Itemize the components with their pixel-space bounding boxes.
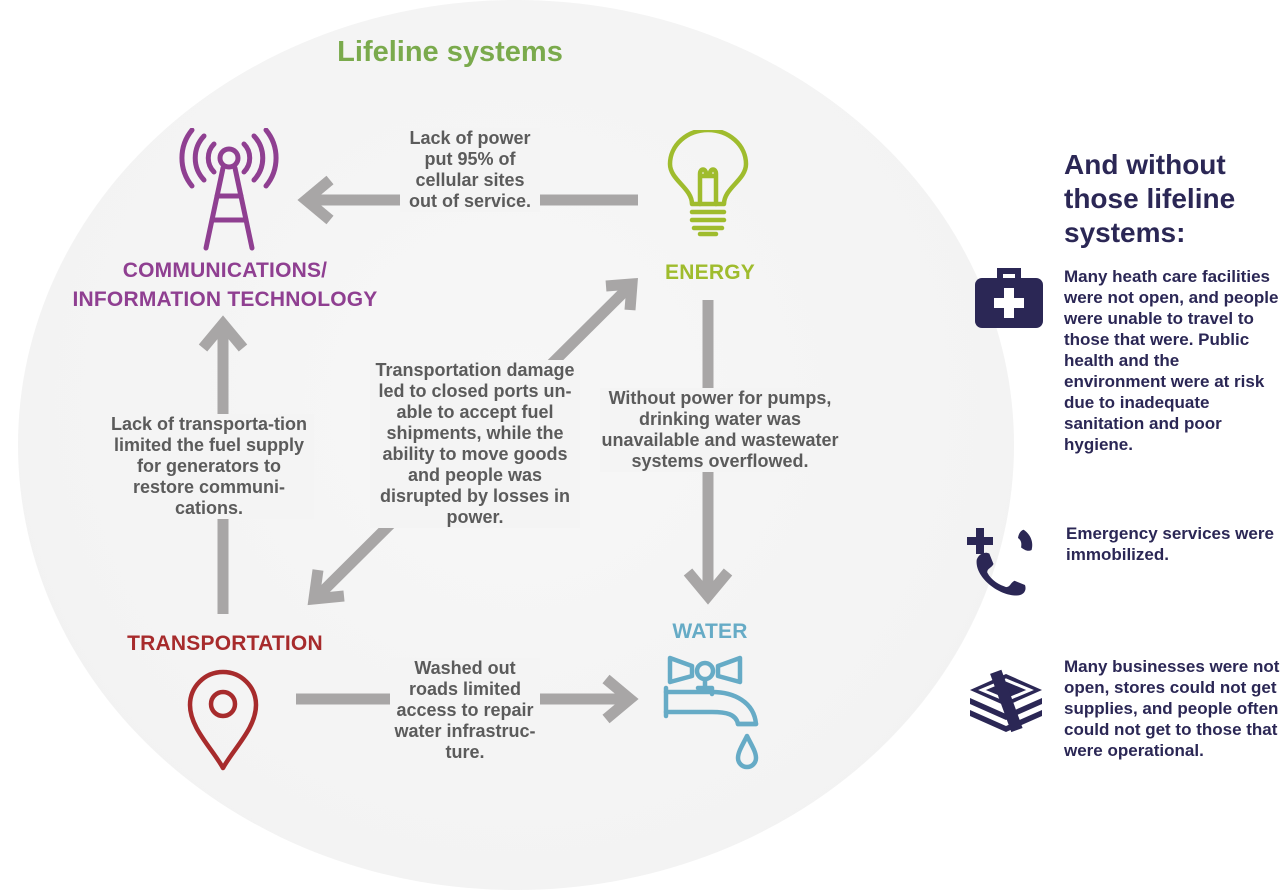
note-transportation-to-water: Washed out roads limited access to repai…: [390, 658, 540, 763]
node-water-label: WATER: [672, 620, 748, 643]
sidebar-item-health: Many heath care facilities were not open…: [1064, 267, 1279, 454]
money-stack-icon: [970, 669, 1042, 733]
sidebar-item-emergency: Emergency services were immobilized.: [1066, 524, 1274, 564]
diagram-title: Lifeline systems: [337, 36, 563, 68]
note-transportation-to-communications: Lack of transporta-tion limited the fuel…: [104, 414, 314, 519]
note-transportation-energy: Transportation damage led to closed port…: [370, 360, 580, 528]
node-energy-label: ENERGY: [665, 261, 755, 284]
node-communications-label: COMMUNICATIONS/ INFORMATION TECHNOLOGY: [72, 259, 378, 311]
radio-tower-icon: [179, 128, 279, 251]
node-transportation-label: TRANSPORTATION: [127, 632, 323, 655]
note-energy-to-communications: Lack of power put 95% of cellular sites …: [400, 128, 540, 212]
sidebar-heading: And without those lifeline systems:: [1064, 149, 1236, 248]
sidebar-item-business: Many businesses were not open, stores co…: [1064, 657, 1280, 760]
medical-kit-icon: [975, 268, 1043, 328]
faucet-icon: [663, 655, 759, 770]
lightbulb-icon: [667, 130, 749, 237]
emergency-phone-icon: [967, 528, 1033, 596]
map-pin-icon: [187, 669, 259, 771]
note-energy-to-water: Without power for pumps, drinking water …: [600, 388, 840, 472]
